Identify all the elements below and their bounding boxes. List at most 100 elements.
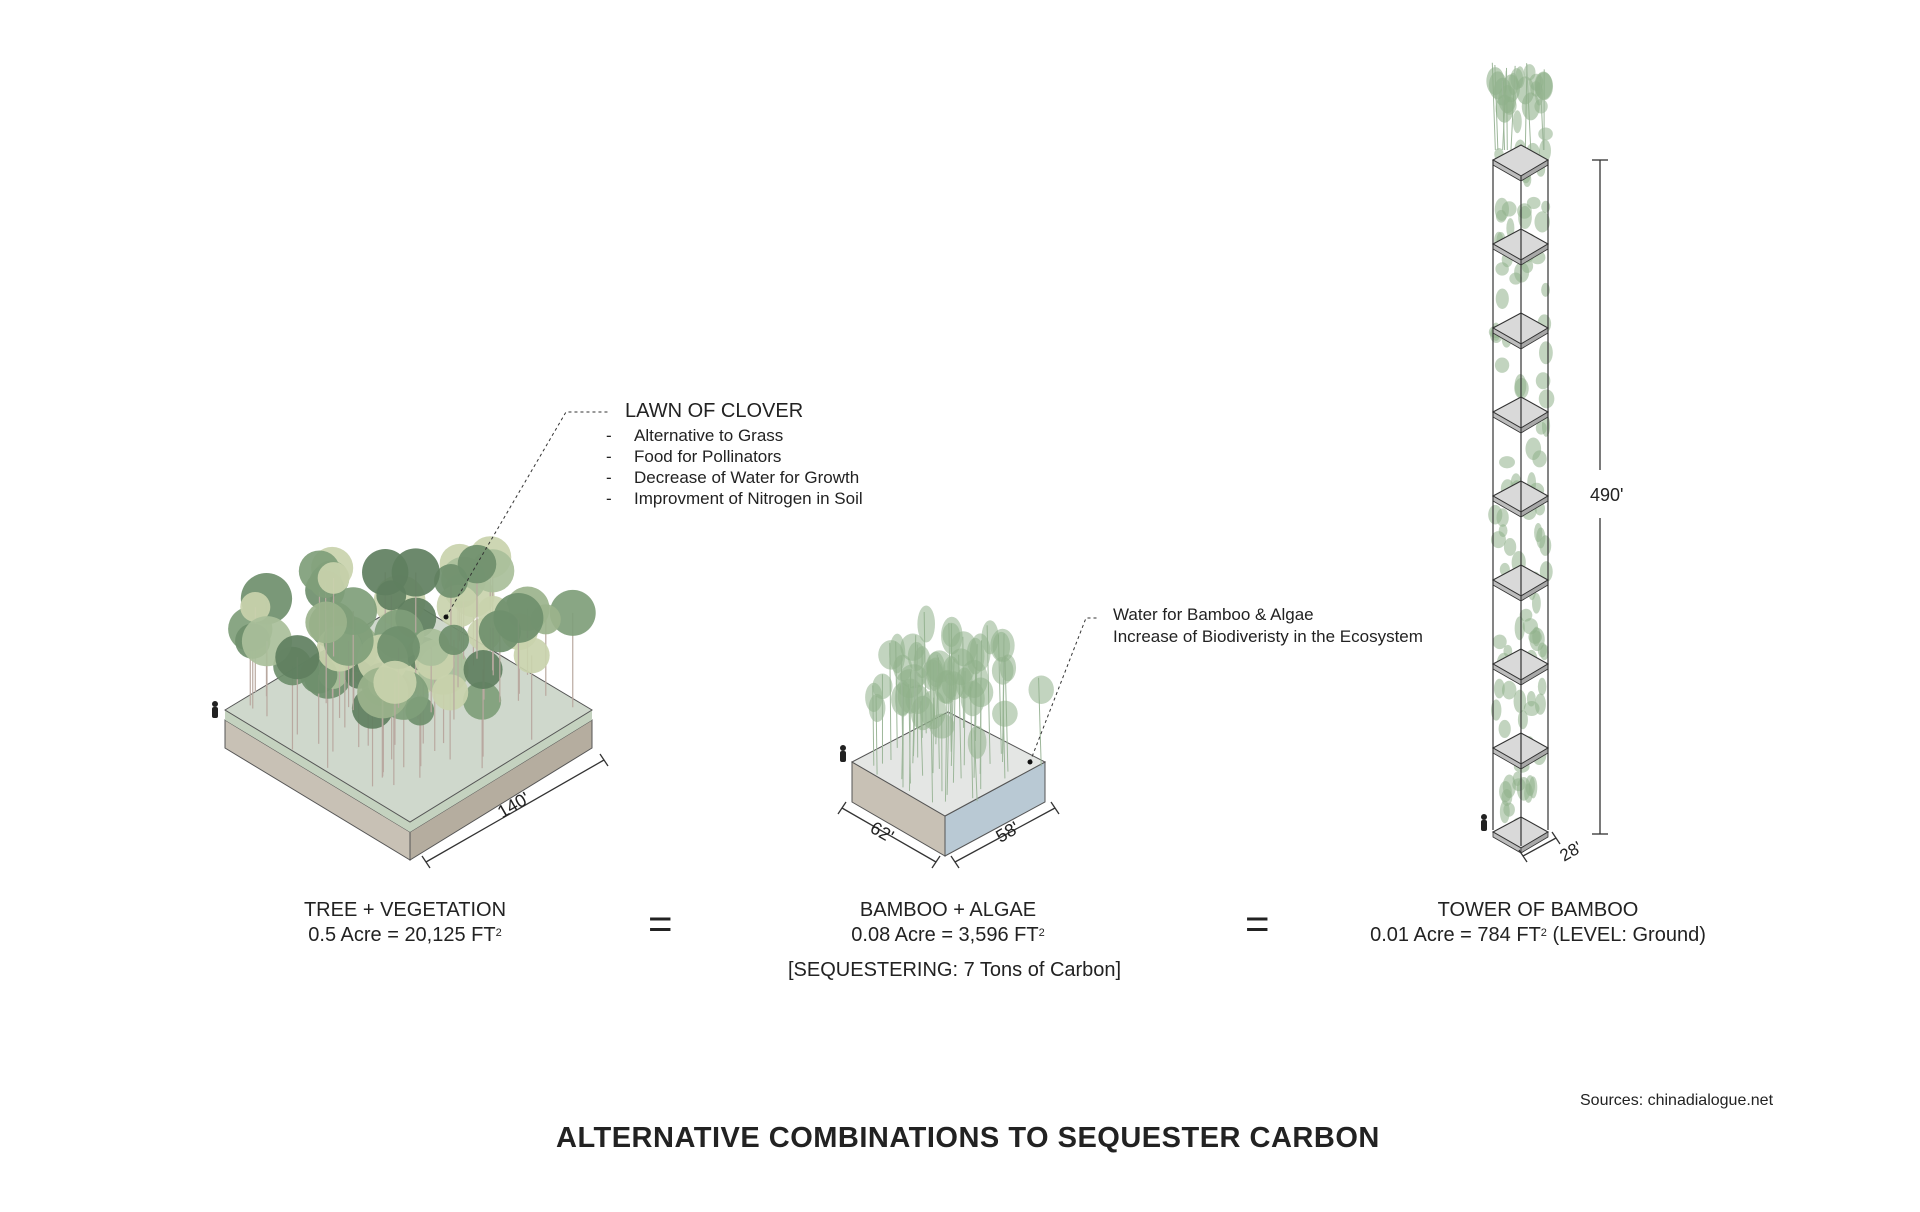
tower-leaves — [1532, 626, 1541, 647]
tower-side-dimension — [1522, 837, 1557, 857]
bamboo-label-name: BAMBOO + ALGAE — [859, 899, 1037, 921]
tower-leaves — [1535, 372, 1551, 390]
lawn-note-title: LAWN OF CLOVER — [625, 400, 804, 422]
tree-crown — [391, 548, 440, 597]
person-icon-bamboo — [840, 745, 846, 762]
tower-leaves — [1537, 677, 1547, 696]
tree-crown — [377, 626, 420, 670]
bamboo-leaves — [967, 725, 987, 759]
person-icon-tree — [212, 701, 218, 718]
bamboo-leaves — [917, 605, 936, 643]
tower-label-name: TOWER OF BAMBOO — [1437, 899, 1639, 921]
tower-leaves — [1494, 197, 1510, 221]
tree-canopy — [228, 536, 596, 787]
tower-leaves — [1496, 508, 1509, 527]
tower-leaves — [1514, 616, 1525, 641]
bamboo-leaves — [872, 673, 893, 700]
tree-crown — [513, 637, 550, 674]
lawn-note-item-text: Alternative to Grass — [634, 426, 784, 445]
tower-leaves — [1499, 800, 1510, 824]
lawn-note-item-text: Decrease of Water for Growth — [634, 468, 860, 487]
tower-leaves — [1541, 200, 1551, 213]
bamboo-leaves — [893, 654, 913, 682]
lawn-leader-line — [445, 411, 610, 618]
bamboo-leaves — [992, 700, 1018, 727]
tree-label: TREE + VEGETATION 0.5 Acre = 20,125 FT2 — [290, 898, 520, 948]
tree-crown — [549, 589, 596, 636]
tower-leaves — [1539, 341, 1553, 365]
tree-crown — [434, 564, 468, 598]
bamboo-label: BAMBOO + ALGAE 0.08 Acre = 3,596 FT2 [SE… — [788, 898, 1122, 983]
tower-leaves — [1539, 535, 1552, 556]
list-dash: - — [606, 489, 612, 508]
tower-leaves — [1503, 538, 1517, 556]
tree-crown — [431, 674, 469, 711]
list-dash: - — [606, 468, 612, 487]
bamboo-leaves — [981, 620, 999, 655]
tower-leaves — [1538, 389, 1555, 409]
bamboo-dimension-line-b — [954, 807, 1056, 863]
bamboo-leaves — [1028, 675, 1054, 704]
tower-leaves — [1537, 642, 1547, 658]
tower-leaves — [1513, 689, 1527, 713]
tower-leaves — [1525, 437, 1542, 461]
page-title: ALTERNATIVE COMBINATIONS TO SEQUESTER CA… — [556, 1122, 1380, 1154]
tower-leaves — [1526, 196, 1541, 210]
tower-leaves — [1538, 127, 1553, 141]
tower-leaves — [1519, 608, 1533, 622]
tower-leaves — [1534, 211, 1550, 233]
tree-crown — [463, 681, 502, 720]
tower-leaves — [1495, 262, 1509, 276]
tower-leaves — [1490, 531, 1506, 549]
list-dash: - — [606, 447, 612, 466]
bamboo-tower — [1481, 62, 1614, 863]
tree-label-name: TREE + VEGETATION — [303, 899, 507, 921]
lawn-note-item: - Improvment of Nitrogen in Soil — [606, 488, 863, 509]
tower-leaves — [1501, 680, 1517, 700]
bamboo-plants — [865, 605, 1054, 803]
lawn-note-list: -Alternative to Grass-Food for Pollinato… — [606, 425, 863, 509]
tower-leaves — [1514, 261, 1530, 283]
tree-crown — [493, 593, 544, 643]
tree-crown — [438, 624, 470, 655]
water-leader-dot — [1027, 759, 1033, 765]
tower-label: TOWER OF BAMBOO 0.01 Acre = 784 FT2 (LEV… — [1338, 898, 1738, 948]
tower-label-area: 0.01 Acre = 784 FT2 (LEVEL: Ground) — [1370, 924, 1706, 946]
tree-crown — [275, 635, 320, 680]
source-note: Sources: chinadialogue.net — [1580, 1092, 1774, 1109]
tower-top-leaves — [1521, 92, 1540, 121]
bamboo-leaves — [968, 677, 994, 708]
bamboo-leaves — [907, 641, 926, 671]
tower-leaves — [1495, 288, 1509, 309]
tower-leaves — [1499, 456, 1515, 469]
bamboo-leaves — [910, 695, 935, 731]
bamboo-label-area: 0.08 Acre = 3,596 FT2 — [851, 924, 1045, 946]
tower-leaves — [1523, 701, 1540, 717]
bamboo-label-sequestering: [SEQUESTERING: 7 Tons of Carbon] — [788, 959, 1122, 981]
lawn-note-item: - Decrease of Water for Growth — [606, 467, 863, 488]
tree-crown — [317, 562, 350, 594]
tree-crown — [463, 650, 503, 690]
tower-top-leaves — [1495, 94, 1514, 123]
tree-crown — [373, 660, 417, 704]
tower-leaves — [1492, 634, 1507, 650]
list-dash: - — [606, 426, 612, 445]
bamboo-block-top — [850, 711, 1047, 817]
lawn-leader-dot — [443, 614, 449, 620]
water-note-line-1: Water for Bamboo & Algae — [1113, 605, 1314, 624]
bamboo-algae-block — [837, 605, 1060, 869]
tower-top-leaves — [1534, 71, 1553, 100]
bamboo-dimension-line-a — [841, 807, 937, 863]
lawn-note-item-text: Improvment of Nitrogen in Soil — [634, 489, 863, 508]
tower-leaves — [1518, 205, 1532, 229]
equals-sign-2: = — [1245, 900, 1270, 947]
person-icon-tower — [1481, 814, 1487, 831]
tree-dimension-line — [425, 759, 605, 863]
bamboo-leaves — [942, 622, 961, 647]
tree-crown — [240, 592, 271, 623]
tower-leaves — [1526, 690, 1536, 707]
tree-vegetation-block — [212, 536, 609, 869]
tower-leaves — [1494, 357, 1510, 373]
tower-leaves — [1499, 781, 1512, 803]
